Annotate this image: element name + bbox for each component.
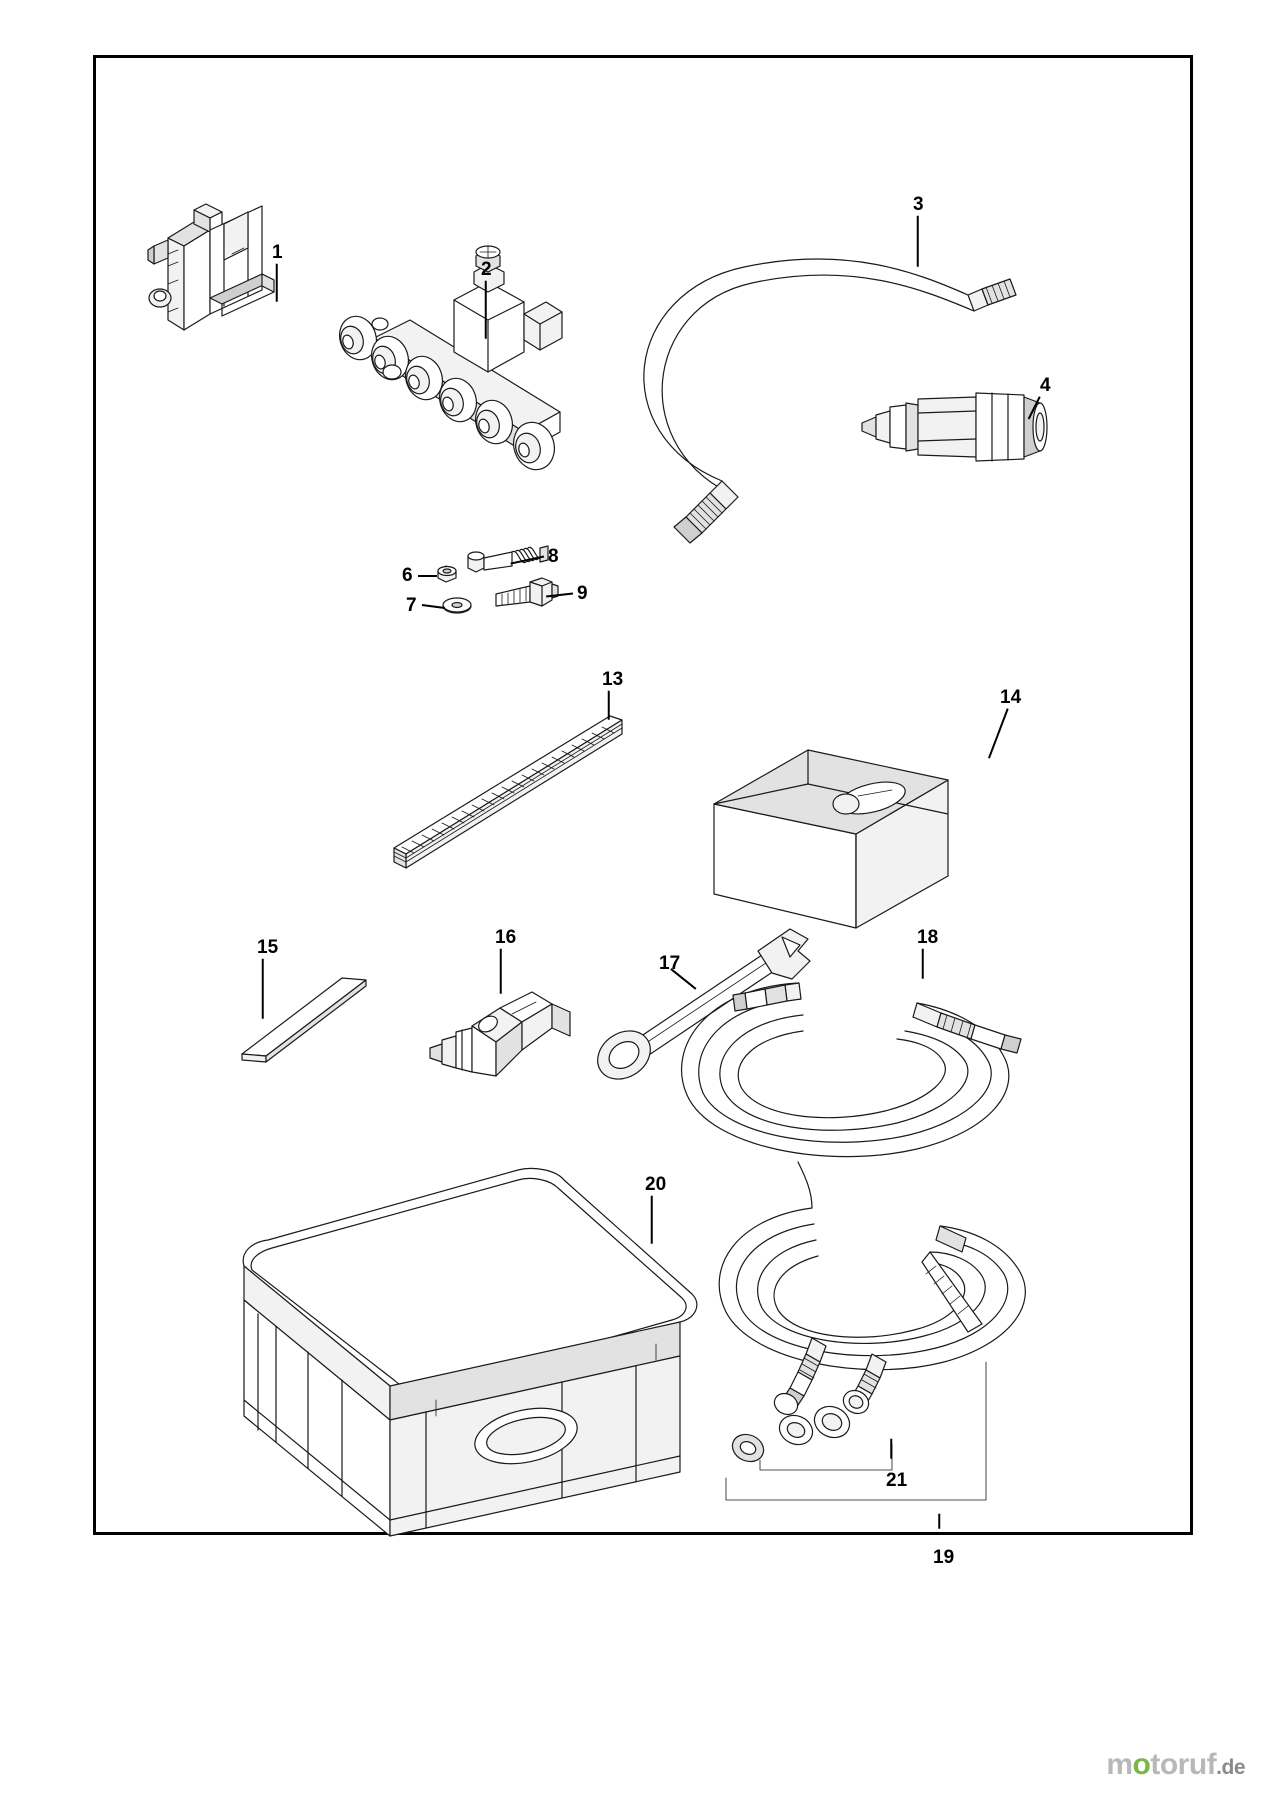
callout-leader-6 — [418, 575, 437, 577]
callout-label-2: 2 — [481, 259, 492, 280]
callout-label-14: 14 — [1000, 687, 1022, 708]
watermark-prefix: m — [1106, 1748, 1133, 1781]
callout-label-16: 16 — [495, 927, 517, 948]
part-spring-bolt — [462, 540, 552, 580]
callout-label-17: 17 — [659, 953, 681, 974]
callout-label-18: 18 — [917, 927, 939, 948]
callout-leader-2 — [485, 280, 487, 339]
watermark-motoruf: motoruf.de — [1106, 1748, 1245, 1782]
callout-label-9: 9 — [577, 583, 588, 604]
watermark-suffix: .de — [1216, 1756, 1245, 1779]
callout-leader-1 — [276, 263, 278, 302]
callout-leader-13 — [608, 690, 610, 720]
callout-label-19: 19 — [933, 1547, 955, 1568]
part-bracket-clamp-assembly — [144, 188, 334, 358]
part-flat-washer — [438, 592, 476, 622]
callout-label-8: 8 — [548, 546, 559, 567]
part-swivel-coupling — [426, 988, 586, 1098]
part-parts-carton-box — [696, 698, 996, 958]
part-coiled-water-hose — [686, 1148, 1086, 1501]
watermark-body: toruf — [1150, 1748, 1217, 1781]
part-toothed-rack-strip — [276, 708, 636, 878]
callout-label-4: 4 — [1040, 375, 1051, 396]
callout-leader-20 — [651, 1195, 653, 1244]
part-flat-plate-shim — [136, 958, 376, 1068]
callout-label-21: 21 — [886, 1470, 908, 1491]
callout-label-20: 20 — [645, 1174, 667, 1195]
callout-leader-21 — [890, 1438, 892, 1459]
callout-label-6: 6 — [402, 565, 413, 586]
callout-leader-16 — [500, 948, 502, 994]
part-hex-nut — [430, 560, 464, 590]
callout-label-13: 13 — [602, 669, 624, 690]
callout-leader-3 — [917, 215, 919, 267]
callout-leader-18 — [922, 948, 924, 979]
part-combination-wrench — [576, 928, 826, 1080]
callout-leader-19 — [938, 1513, 940, 1529]
part-coiled-hose-long — [651, 953, 1071, 1193]
callout-leader-15 — [262, 958, 264, 1019]
callout-label-3: 3 — [913, 194, 924, 215]
callout-label-15: 15 — [257, 937, 279, 958]
watermark-accent-letter: o — [1132, 1748, 1151, 1781]
part-hydraulic-hose-short — [576, 203, 1017, 544]
part-transport-case — [136, 1148, 726, 1538]
part-quick-coupler — [856, 383, 1056, 483]
callout-label-1: 1 — [272, 242, 283, 263]
part-roller-valve-manifold — [328, 226, 648, 496]
callout-label-7: 7 — [406, 595, 417, 616]
